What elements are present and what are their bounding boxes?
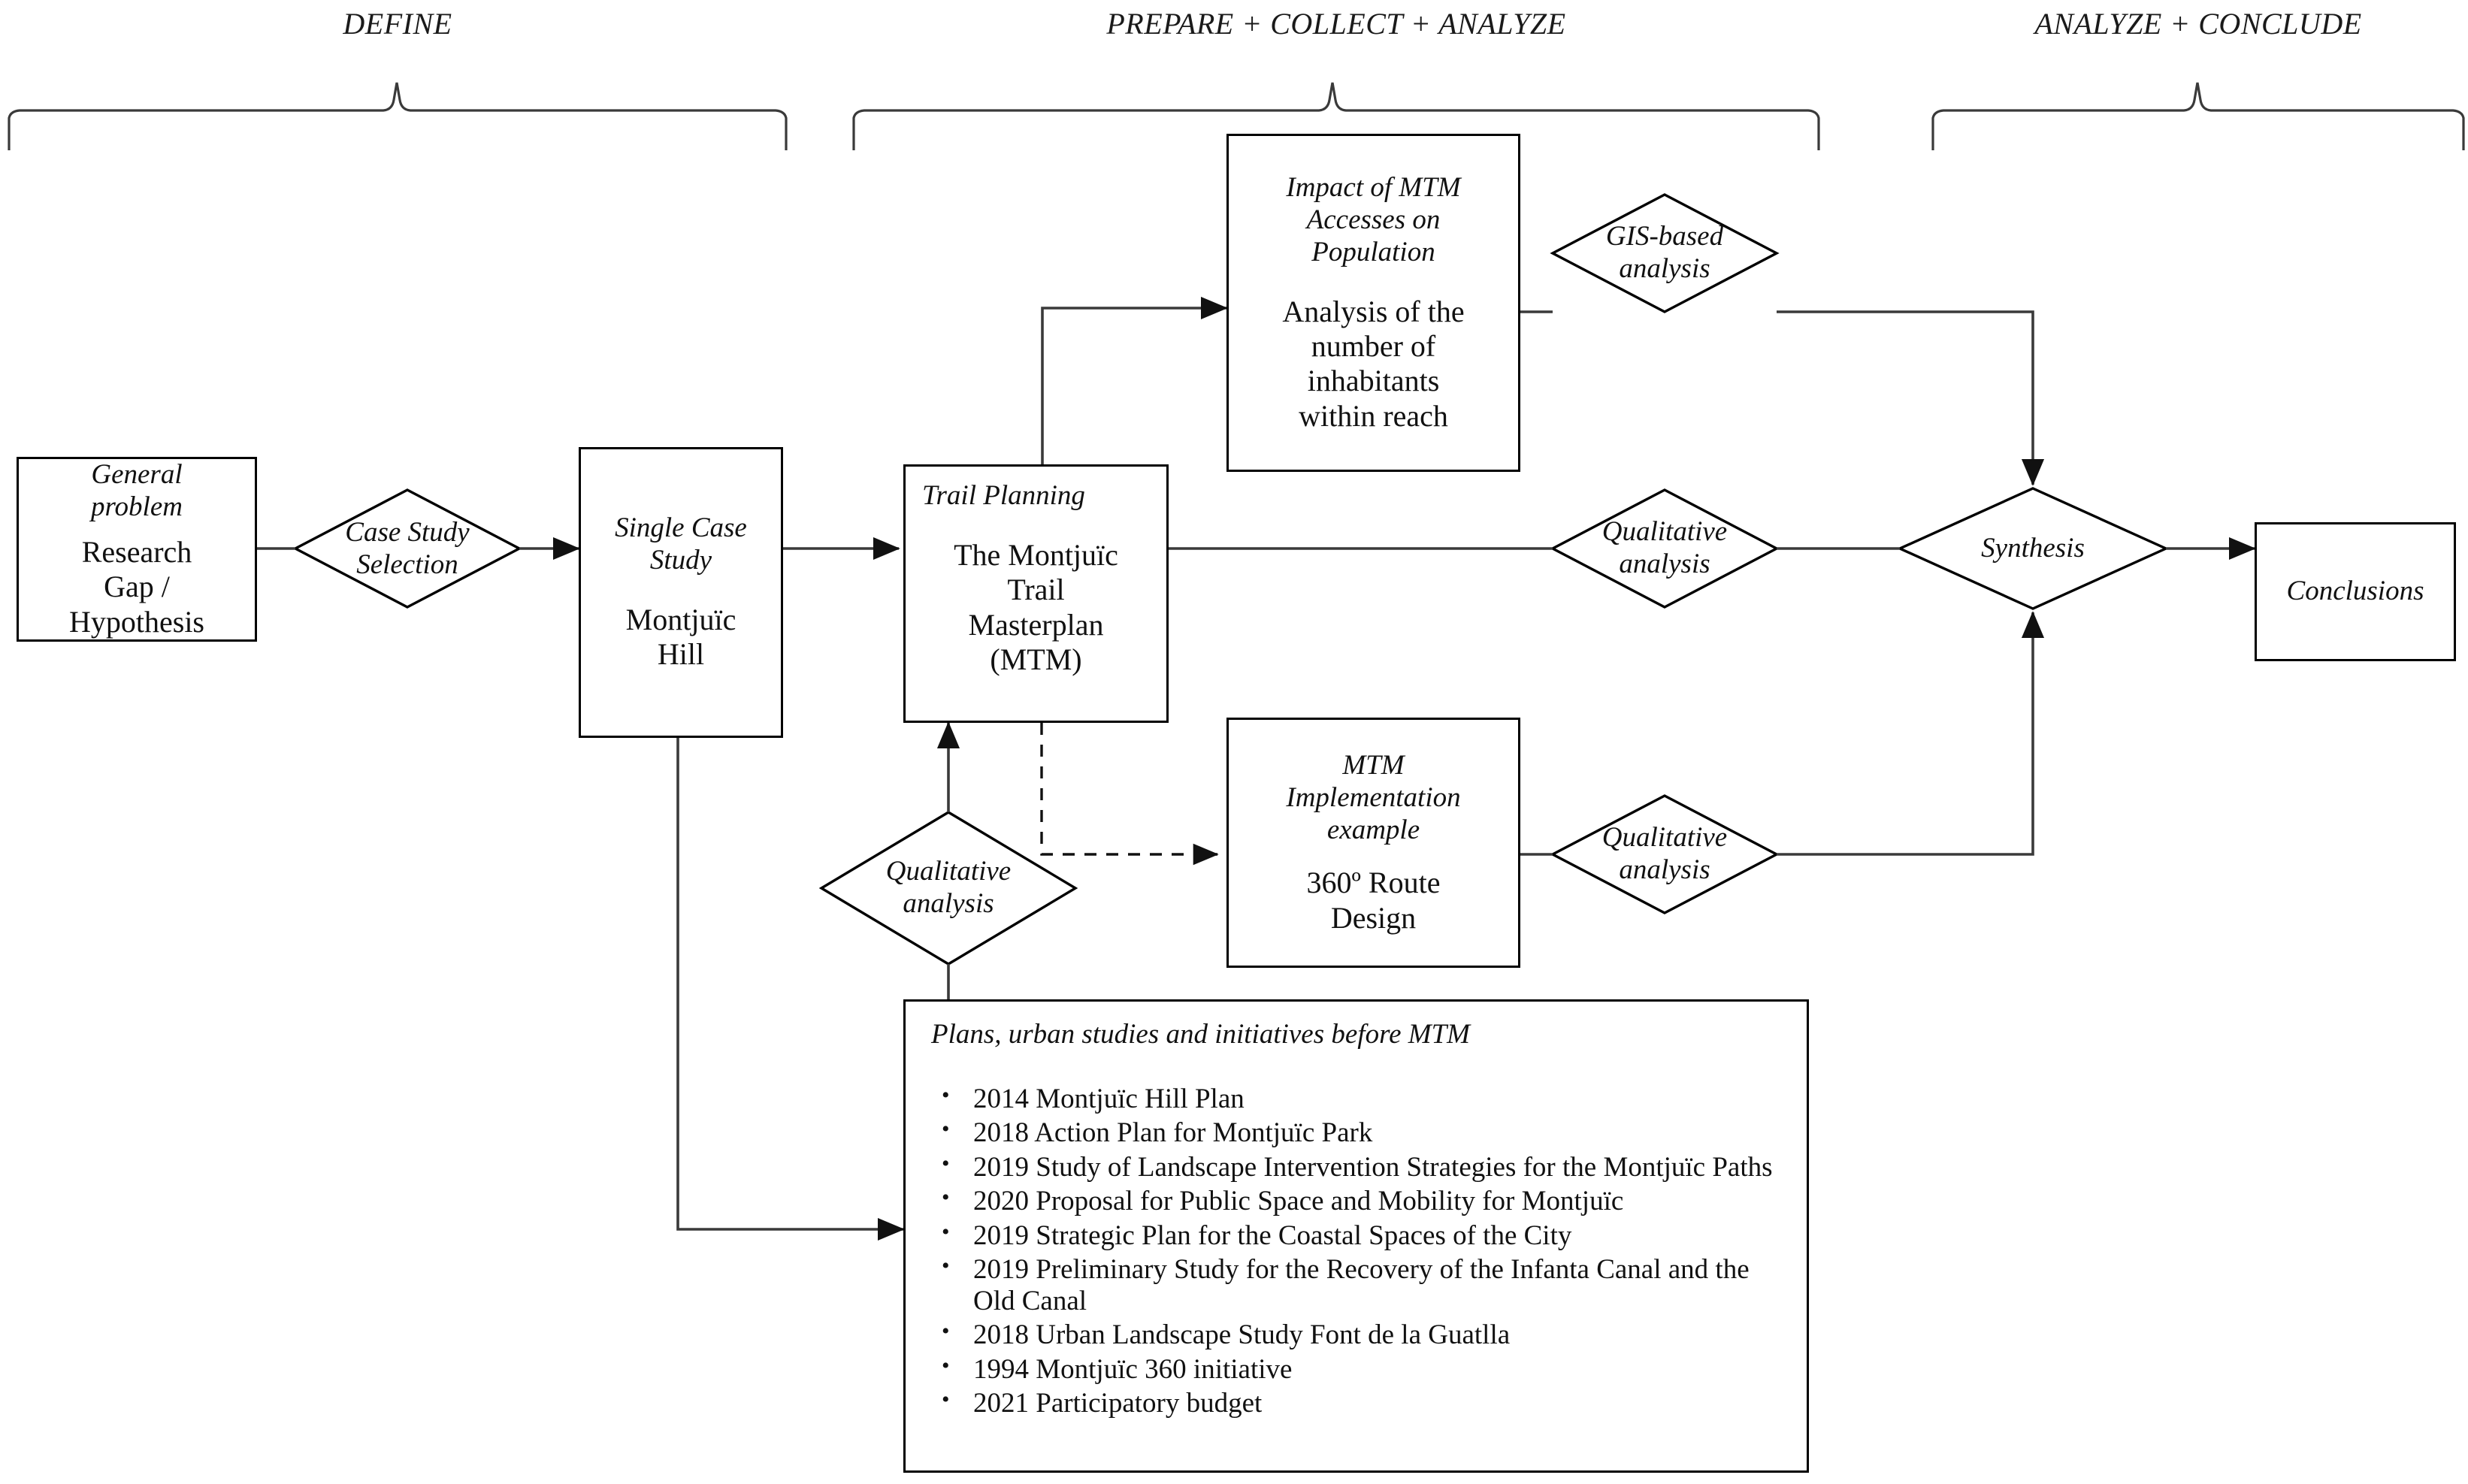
trail-planning-body: The Montjuïc Trail Masterplan (MTM) — [954, 537, 1118, 677]
impact-population-title: Impact of MTM Accesses on Population — [1286, 171, 1461, 267]
list-item: 2019 Strategic Plan for the Coastal Spac… — [925, 1220, 1787, 1251]
phase-label-analyze: ANALYZE + CONCLUDE — [2034, 7, 2362, 41]
general-problem-title: General problem — [91, 459, 183, 522]
list-item: 1994 Montjuïc 360 initiative — [925, 1353, 1787, 1385]
edge-gis-to-synthesis — [1777, 310, 2045, 486]
list-item: 2020 Proposal for Public Space and Mobil… — [925, 1185, 1787, 1217]
list-item: 2019 Preliminary Study for the Recovery … — [925, 1253, 1787, 1316]
list-item: 2021 Participatory budget — [925, 1387, 1787, 1419]
mtm-implementation-body: 360º Route Design — [1306, 866, 1441, 935]
node-trail-planning[interactable]: Trail Planning The Montjuïc Trail Master… — [903, 464, 1169, 723]
list-item: 2018 Urban Landscape Study Font de la Gu… — [925, 1319, 1787, 1350]
node-general-problem[interactable]: General problem Research Gap / Hypothesi… — [17, 457, 257, 642]
bracket-analyze — [1931, 82, 2465, 150]
node-single-case-study[interactable]: Single Case Study Montjuïc Hill — [579, 447, 783, 738]
diamond-label-synthesis[interactable]: Synthesis — [1981, 532, 2085, 564]
diamond-label-qualitative-analysis-plans[interactable]: Qualitative analysis — [885, 856, 1012, 919]
bracket-prepare — [852, 82, 1820, 150]
diamond-label-qualitative-analysis-bottom[interactable]: Qualitative analysis — [1601, 822, 1728, 885]
conclusions-title: Conclusions — [2286, 576, 2424, 607]
plans-box-title: Plans, urban studies and initiatives bef… — [931, 1019, 1471, 1050]
diamond-qualitative-analysis-mid — [1550, 488, 1780, 609]
mtm-implementation-title: MTM Implementation example — [1286, 749, 1461, 845]
phase-label-prepare: PREPARE + COLLECT + ANALYZE — [1106, 7, 1566, 41]
bracket-define — [8, 82, 788, 150]
plans-list: 2014 Montjuïc Hill Plan 2018 Action Plan… — [925, 1083, 1787, 1419]
diamond-label-qualitative-analysis-mid[interactable]: Qualitative analysis — [1601, 516, 1728, 579]
edge-qualbottom-to-synthesis — [1777, 611, 2045, 856]
diamond-synthesis — [1896, 487, 2170, 610]
edge-trailplanning-to-mtmimpl-dashed — [1040, 723, 1219, 866]
node-mtm-implementation[interactable]: MTM Implementation example 360º Route De… — [1226, 718, 1520, 968]
general-problem-body: Research Gap / Hypothesis — [69, 534, 204, 639]
list-item: 2014 Montjuïc Hill Plan — [925, 1083, 1787, 1114]
edge-singlecase-to-plansbox — [676, 738, 905, 1241]
diamond-label-gis-based-analysis[interactable]: GIS-based analysis — [1605, 221, 1724, 284]
single-case-study-title: Single Case Study — [615, 512, 747, 576]
plans-box[interactable]: Plans, urban studies and initiatives bef… — [903, 999, 1809, 1473]
node-conclusions[interactable]: Conclusions — [2255, 522, 2456, 661]
diamond-qualitative-analysis-bottom — [1550, 794, 1780, 914]
diamond-gis-based-analysis — [1550, 193, 1780, 313]
phase-label-define: DEFINE — [343, 7, 452, 41]
trail-planning-title: Trail Planning — [922, 480, 1085, 511]
list-item: 2018 Action Plan for Montjuïc Park — [925, 1117, 1787, 1148]
list-item: 2019 Study of Landscape Intervention Str… — [925, 1151, 1787, 1183]
single-case-study-body: Montjuïc Hill — [625, 603, 736, 672]
impact-population-body: Analysis of the number of inhabitants wi… — [1282, 294, 1465, 433]
diamond-case-study-selection — [292, 488, 522, 609]
node-impact-population[interactable]: Impact of MTM Accesses on Population Ana… — [1226, 134, 1520, 472]
edge-trailplanning-to-impactbox — [1041, 296, 1228, 464]
diamond-label-case-study-selection[interactable]: Case Study Selection — [345, 517, 470, 580]
